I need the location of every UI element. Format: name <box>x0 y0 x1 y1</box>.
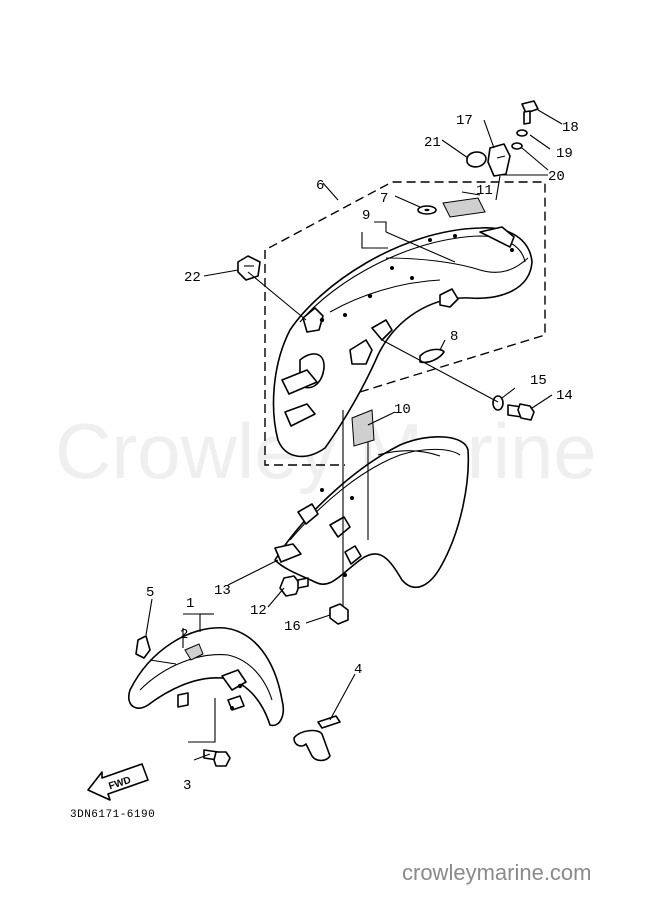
part-7-washer[interactable] <box>417 205 437 215</box>
callout-5: 5 <box>146 585 154 601</box>
part-21-cap-nut[interactable] <box>466 151 487 168</box>
callout-17: 17 <box>456 113 473 129</box>
rear-fender[interactable] <box>272 226 533 458</box>
callout-10: 10 <box>394 402 411 418</box>
fwd-arrow-icon: FWD <box>87 763 149 801</box>
callout-20: 20 <box>548 169 565 185</box>
callout-18: 18 <box>562 120 579 136</box>
part-3-bolt[interactable] <box>203 749 231 767</box>
callout-8: 8 <box>450 329 458 345</box>
part-15-washer[interactable] <box>492 395 504 411</box>
callout-19: 19 <box>556 146 573 162</box>
part-20-washer[interactable] <box>511 142 523 150</box>
callout-21: 21 <box>424 135 441 151</box>
callout-7: 7 <box>380 191 388 207</box>
part-11-label[interactable] <box>442 197 486 218</box>
part-10-plate[interactable] <box>351 409 375 447</box>
part-18-screw[interactable] <box>521 100 539 125</box>
part-22-damper[interactable] <box>237 255 261 281</box>
callout-2: 2 <box>180 627 188 643</box>
callout-6: 6 <box>316 178 324 194</box>
callout-4: 4 <box>354 662 362 678</box>
callout-13: 13 <box>214 583 231 599</box>
rear-fender-inner[interactable] <box>274 436 470 589</box>
callout-1: 1 <box>186 596 194 612</box>
leader-lines <box>145 109 563 761</box>
rear-fender-assembly-outline <box>264 181 546 466</box>
callout-9: 9 <box>362 208 370 224</box>
callout-12: 12 <box>250 603 267 619</box>
callout-22: 22 <box>184 270 201 286</box>
part-12-bolt[interactable] <box>279 575 309 597</box>
part-5-clip[interactable] <box>135 635 151 659</box>
callout-14: 14 <box>556 388 573 404</box>
part-4-cable-guide[interactable] <box>293 715 341 762</box>
footer-site-link[interactable]: crowleymarine.com <box>402 860 592 885</box>
part-14-bolt[interactable] <box>507 403 535 421</box>
callout-labels: 1 2 3 4 5 6 7 8 9 10 11 12 13 14 15 16 1… <box>146 113 579 794</box>
part-8-grommet[interactable] <box>419 348 445 364</box>
diagram-code: 3DN6171-6190 <box>70 809 155 821</box>
callout-11: 11 <box>476 183 493 199</box>
callout-15: 15 <box>530 373 547 389</box>
callout-3: 3 <box>183 778 191 794</box>
front-fender[interactable] <box>128 627 285 727</box>
callout-16: 16 <box>284 619 301 635</box>
part-19-washer[interactable] <box>516 129 528 137</box>
part-16-nut[interactable] <box>329 603 349 625</box>
part-17-bracket[interactable] <box>487 143 511 177</box>
